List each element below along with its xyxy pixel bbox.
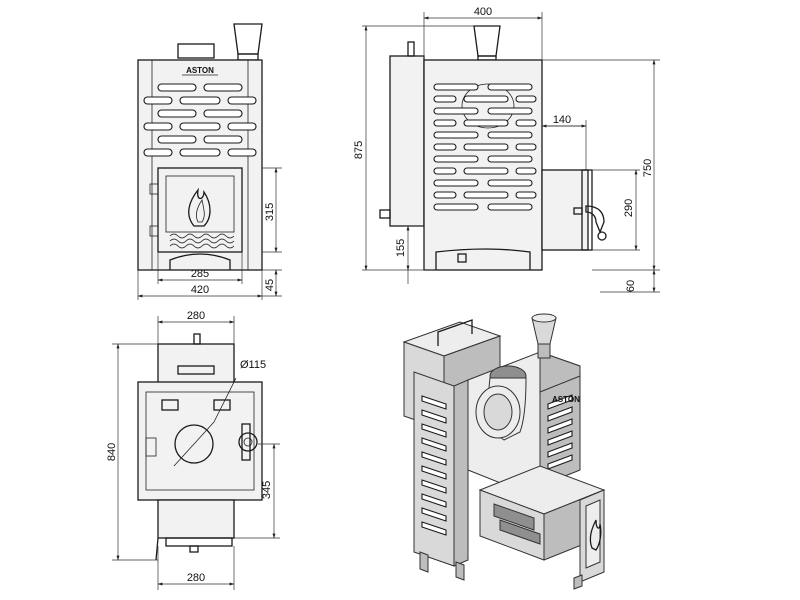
vent-slot (203, 109, 243, 118)
top-body-outline (137, 381, 263, 501)
vent-slot (547, 430, 573, 446)
front-vent-slots (143, 83, 257, 157)
dim-side-leg-height: 60 (625, 280, 637, 292)
vent-slot (421, 437, 447, 452)
vent-slot (515, 167, 537, 175)
top-firebox (157, 499, 235, 539)
vent-slot (433, 179, 479, 187)
vent-slot (179, 122, 221, 131)
dim-bottom-width: 280 (187, 572, 205, 584)
vent-slot (433, 167, 457, 175)
side-vent-slots (433, 83, 537, 211)
vent-slot (433, 83, 479, 91)
brand-logo: ASTON (186, 66, 214, 75)
flame-icon (188, 187, 211, 227)
iso-right-slots (547, 394, 573, 470)
vent-slot (463, 143, 509, 151)
vent-slot (547, 442, 573, 458)
vent-slot (421, 493, 447, 508)
water-tank (389, 55, 425, 227)
vent-slot (421, 507, 447, 522)
vent-slot (179, 96, 221, 105)
vent-slot (179, 148, 221, 157)
vent-slot (157, 109, 197, 118)
vent-slot (463, 119, 509, 127)
vent-slot (421, 521, 447, 536)
vent-slot (487, 107, 533, 115)
vent-slot (433, 107, 479, 115)
isometric-cutaway-view: ASTON (402, 313, 606, 590)
tap-fitting (238, 432, 258, 452)
vent-slot (487, 203, 533, 211)
vent-slot (487, 179, 533, 187)
vent-slot (433, 131, 479, 139)
firebox-door (157, 167, 243, 253)
vent-slot (157, 83, 197, 92)
vent-slot (433, 155, 479, 163)
dim-side-door-height: 290 (623, 199, 635, 217)
vent-slot (463, 191, 509, 199)
vent-slot (547, 406, 573, 422)
vent-slot (547, 454, 573, 470)
vent-slot (203, 83, 243, 92)
dim-side-chimney-offset: 140 (553, 114, 571, 126)
vent-slot (433, 203, 479, 211)
vent-slot (487, 155, 533, 163)
vent-slot (547, 418, 573, 434)
vent-slot (421, 465, 447, 480)
vent-slot (433, 143, 457, 151)
vent-slot (433, 95, 457, 103)
vent-slot (227, 148, 257, 157)
dim-side-total-height: 875 (353, 141, 365, 159)
vent-slot (421, 409, 447, 424)
vent-slot (515, 143, 537, 151)
dim-top-depth: 840 (106, 443, 118, 461)
dim-side-body-height: 750 (642, 159, 654, 177)
vent-slot (463, 167, 509, 175)
vent-slot (143, 148, 173, 157)
side-view: 400 875 140 750 290 60 155 (353, 6, 660, 293)
side-body-outline (423, 59, 543, 271)
vent-slot (227, 122, 257, 131)
front-body-outline (137, 59, 263, 271)
front-view: ASTON 315 45 285 420 (137, 23, 282, 300)
vent-slot (515, 95, 537, 103)
vent-slot (547, 394, 573, 410)
vent-slot (421, 395, 447, 410)
dim-front-leg-height: 45 (264, 279, 276, 291)
vent-slot (487, 83, 533, 91)
dim-pipe-diameter: Ø115 (240, 359, 266, 371)
dim-front-door-height: 315 (264, 203, 276, 221)
vent-slot (227, 96, 257, 105)
dim-front-door-width: 285 (191, 268, 209, 280)
iso-left-slots (421, 395, 447, 536)
dim-front-total-width: 420 (191, 284, 209, 296)
vent-slot (203, 135, 243, 144)
vent-slot (433, 119, 457, 127)
top-view: 280 Ø115 840 345 280 (106, 310, 280, 590)
vent-slot (421, 451, 447, 466)
vent-slot (515, 119, 537, 127)
vent-slot (463, 95, 509, 103)
vent-slot (421, 479, 447, 494)
dim-side-bottom-height: 155 (395, 239, 407, 257)
flue-pipe-circle (174, 424, 214, 464)
vent-slot (157, 135, 197, 144)
vent-slot (143, 96, 173, 105)
vent-slot (433, 191, 457, 199)
dim-top-pipe-offset: 345 (261, 481, 273, 499)
iso-brand-logo: ASTON (552, 395, 580, 404)
dim-top-width: 280 (187, 310, 205, 322)
dim-side-width: 400 (474, 6, 492, 18)
firebox-tunnel (541, 169, 589, 251)
vent-slot (421, 423, 447, 438)
vent-slot (143, 122, 173, 131)
vent-slot (515, 191, 537, 199)
vent-slot (487, 131, 533, 139)
